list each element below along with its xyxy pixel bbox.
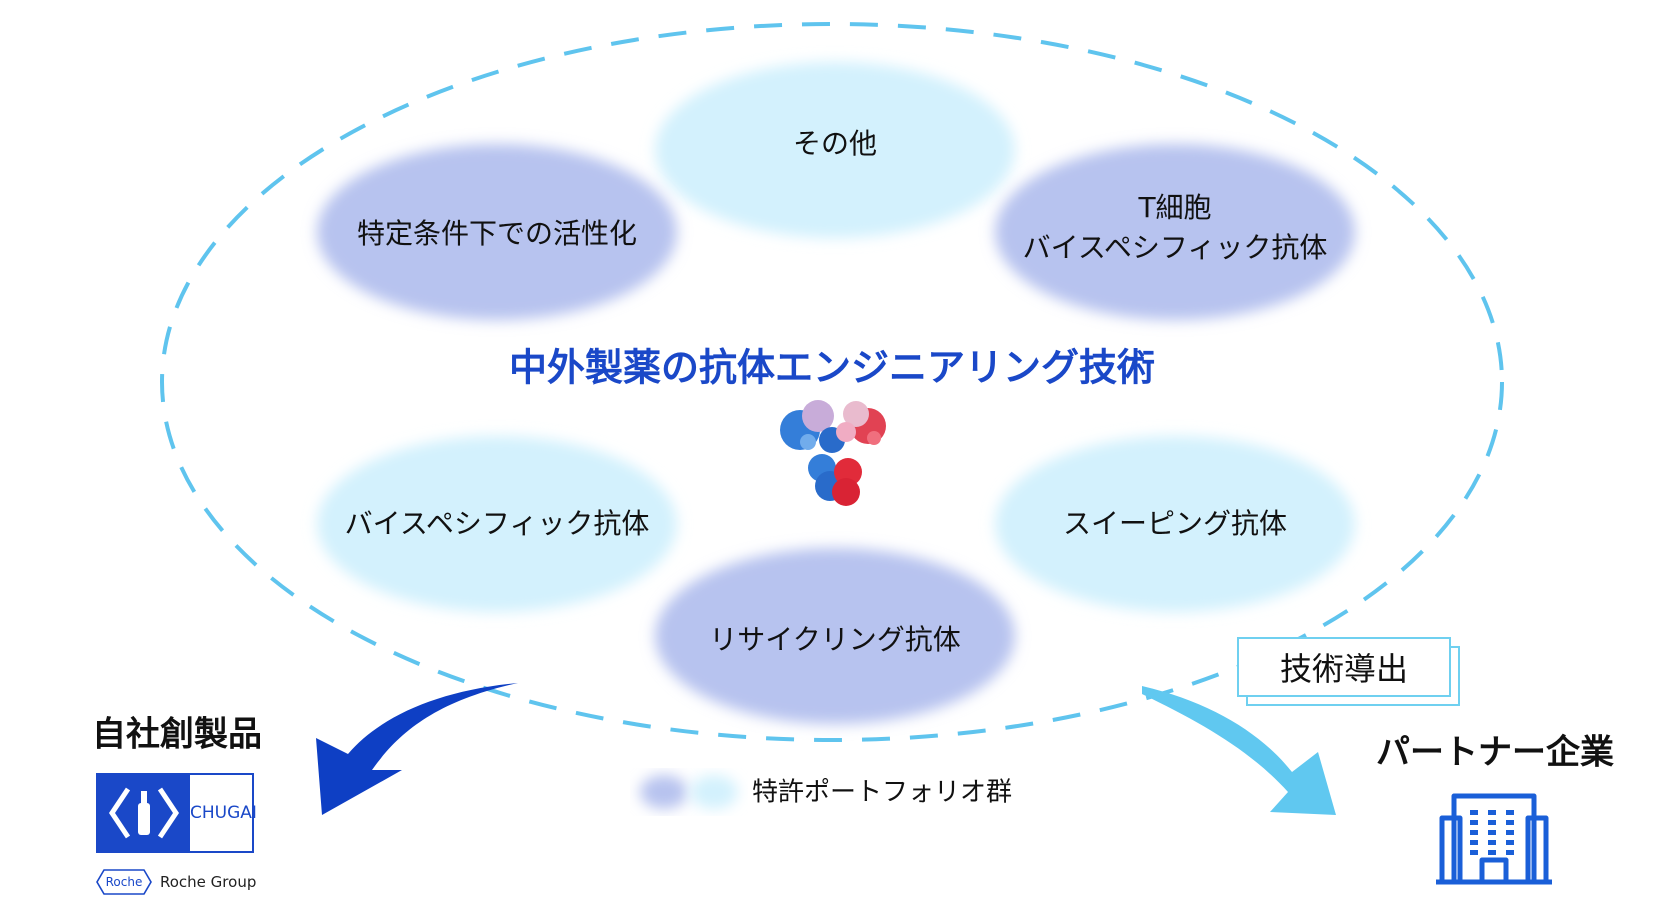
antibody-structure-icon [780,400,886,506]
technology-blobs [317,62,1355,724]
building-window [1470,850,1478,855]
portfolio-ellipse [160,22,1504,742]
tech-label-other: その他 [792,127,878,160]
tech-label-conditional-activation: 特定条件下での活性化 [356,217,638,250]
arrow-to-own-products [316,683,518,815]
building-window [1488,810,1496,815]
blob-other [655,62,1015,238]
arrow-to-partner [1142,686,1336,815]
blob-tcell-bispecific [995,144,1355,320]
blob-bispecific [317,436,677,612]
partner-title: パートナー企業 [1376,732,1614,773]
building-window [1506,850,1514,855]
building-window [1470,840,1478,845]
chugai-logo: CHUGAI [96,773,257,853]
building-window [1506,810,1514,815]
roche-badge-text: Roche [105,875,143,889]
building-window [1470,820,1478,825]
building-window [1488,840,1496,845]
building-icon [1436,793,1552,885]
blob-sweeping [995,436,1355,612]
building-window [1488,820,1496,825]
building-window [1470,810,1478,815]
legend-swatch-light [690,775,738,809]
chugai-mark-icon [98,775,190,851]
license-label-box: 技術導出 [1237,637,1451,697]
building-window [1470,830,1478,835]
roche-group-text: Roche Group [160,873,257,891]
building-window [1506,830,1514,835]
legend-swatches [640,775,738,809]
blob-recycling [655,548,1015,724]
tech-label-recycling: リサイクリング抗体 [709,623,961,656]
tech-label-sweeping: スイーピング抗体 [1062,507,1288,540]
building-window [1488,850,1496,855]
legend-swatch-dark [640,775,688,809]
roche-group-row: Roche Roche Group [96,868,256,896]
building-window [1488,830,1496,835]
building-window [1506,820,1514,825]
tech-label-tcell-bispecific: T細胞 バイスペシフィック抗体 [1022,191,1328,264]
legend-label: 特許ポートフォリオ群 [752,777,1013,808]
tech-label-bispecific: バイスペシフィック抗体 [344,507,650,540]
central-title: 中外製薬の抗体エンジニアリング技術 [508,345,1156,390]
roche-hexagon-logo: Roche [96,869,152,895]
building-window [1506,840,1514,845]
blob-conditional-activation [317,144,677,320]
license-label: 技術導出 [1279,650,1408,688]
chugai-wordmark: CHUGAI [190,803,257,823]
own-products-title: 自社創製品 [92,714,262,755]
